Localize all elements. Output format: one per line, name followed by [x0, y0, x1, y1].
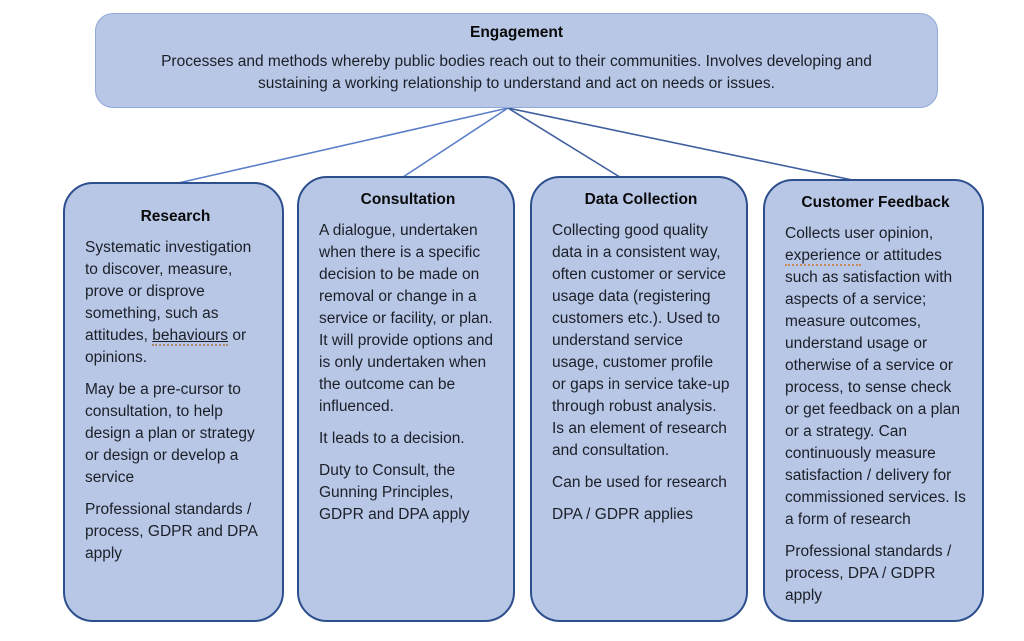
research-title: Research [140, 208, 211, 225]
consultation-box: Consultation A dialogue, undertaken when… [297, 176, 515, 622]
customer-feedback-box: Customer Feedback Collects user opinion,… [763, 179, 984, 622]
data-collection-paragraph-1: Collecting good quality data in a consis… [552, 222, 730, 459]
research-paragraph-2: May be a pre-cursor to consultation, to … [85, 381, 255, 486]
engagement-box: Engagement Processes and methods whereby… [95, 13, 938, 108]
research-paragraph-1: Systematic investigation to discover, me… [85, 237, 266, 369]
consultation-paragraph-1: A dialogue, undertaken when there is a s… [319, 222, 494, 415]
research-paragraph-3: Professional standards / process, GDPR a… [85, 501, 258, 562]
data-collection-box: Data Collection Collecting good quality … [530, 176, 748, 622]
customer-feedback-paragraph-2: Professional standards / process, DPA / … [785, 543, 952, 604]
consultation-paragraph-3: Duty to Consult, the Gunning Principles,… [319, 462, 470, 523]
data-collection-paragraph-3: DPA / GDPR applies [552, 506, 693, 523]
consultation-paragraph-2: It leads to a decision. [319, 430, 465, 447]
data-collection-paragraph-2: Can be used for research [552, 474, 727, 491]
research-p1-underlined-word: behaviours [152, 327, 229, 346]
research-p1-text: Systematic investigation to discover, me… [85, 239, 252, 344]
data-collection-title: Data Collection [584, 191, 698, 208]
feedback-p1-text: Collects user opinion, [785, 225, 934, 242]
customer-feedback-title: Customer Feedback [801, 194, 950, 211]
research-p1-text-end: or opinions. [85, 327, 247, 366]
customer-feedback-paragraph-1: Collects user opinion, experience or att… [785, 223, 966, 531]
connector-to-data-collection [507, 107, 624, 180]
research-box: Research Systematic investigation to dis… [63, 182, 284, 622]
feedback-p1-underlined-word: experience [785, 247, 861, 266]
connector-to-research [164, 107, 509, 187]
connector-to-consultation [399, 107, 509, 180]
consultation-title: Consultation [360, 191, 456, 208]
engagement-description: Processes and methods whereby public bod… [161, 53, 872, 92]
connector-to-customer-feedback [507, 107, 863, 183]
feedback-p1-text-end: or attitudes such as satisfaction with a… [785, 247, 966, 528]
engagement-title: Engagement [469, 24, 563, 41]
